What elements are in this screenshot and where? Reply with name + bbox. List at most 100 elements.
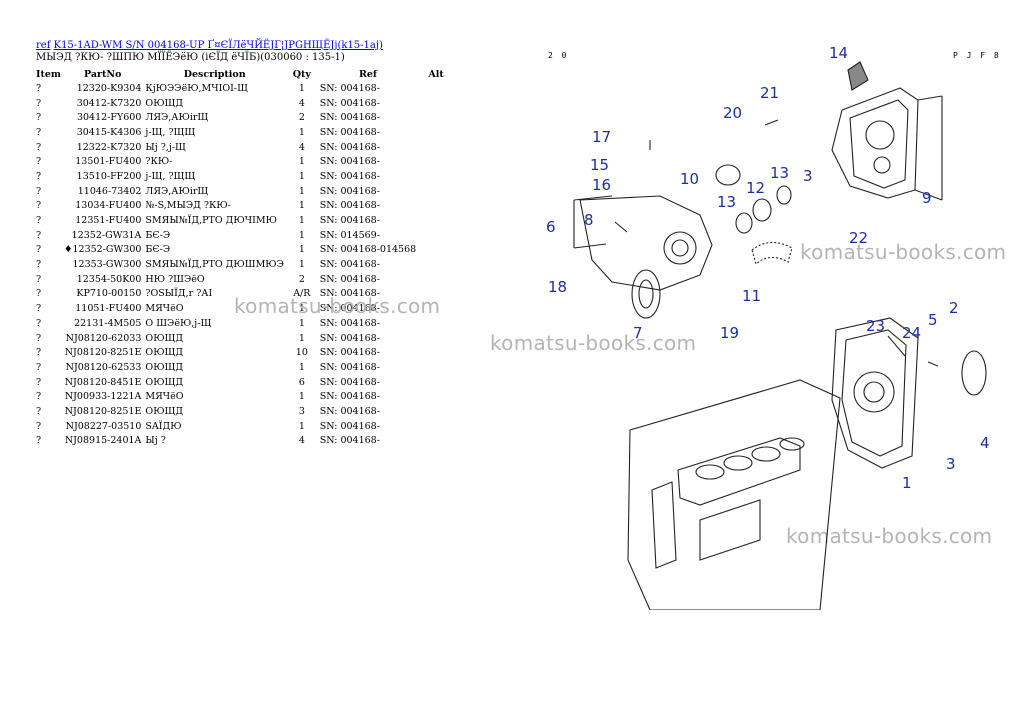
cell-ref: SN: 004168- <box>319 347 380 359</box>
cell-partno: 22131-4M505 <box>74 317 142 329</box>
cell-partno: NJ08120-8251E <box>64 405 142 417</box>
cell-qty: 1 <box>298 82 305 94</box>
svg-text:24: 24 <box>902 324 921 342</box>
svg-text:22: 22 <box>849 229 868 247</box>
cell-qty: 1 <box>298 317 305 329</box>
cell-qty: A/R <box>293 288 311 300</box>
model-path-link[interactable]: K15-1AD-WM S/N 004168-UP Ґ¤ЄЇЛёЧЙЁЈГ¦ЈРG… <box>53 40 383 51</box>
cell-description: ОЮЩД <box>145 332 184 344</box>
svg-text:10: 10 <box>680 170 699 188</box>
cell-ref: SN: 004168- <box>319 405 380 417</box>
gear-housing-drawing <box>573 61 987 610</box>
cell-ref: SN: 004168- <box>319 170 380 182</box>
cell-ref: SN: 004168- <box>319 435 380 447</box>
cell-description: МЯЧёО <box>145 303 184 315</box>
cell-qty: 2 <box>298 273 305 285</box>
header-alt: Alt <box>428 68 444 80</box>
cell-partno: NJ00933-1221A <box>64 391 142 403</box>
watermark: komatsu-books.com <box>800 240 1007 264</box>
cell-partno: 12351-FU400 <box>75 215 142 227</box>
cell-partno: NJ08120-8251E <box>64 347 142 359</box>
cell-ref: SN: 004168- <box>319 112 380 124</box>
svg-text:12: 12 <box>746 179 765 197</box>
cell-description: ?КЮ- <box>145 156 173 168</box>
cell-alt <box>416 375 456 390</box>
cell-item: ? <box>36 170 42 182</box>
cell-partno: 11051-FU400 <box>75 303 142 315</box>
cell-alt <box>416 184 456 199</box>
cell-ref: SN: 004168- <box>319 361 380 373</box>
cell-ref: SN: 004168- <box>319 288 380 300</box>
cell-ref: SN: 004168- <box>319 376 380 388</box>
cell-ref: SN: 004168- <box>319 200 380 212</box>
cell-description: ОЮЩД <box>145 347 184 359</box>
cell-item: ? <box>36 317 42 329</box>
cell-alt <box>416 257 456 272</box>
cell-qty: 1 <box>298 244 305 256</box>
cell-item: ? <box>36 303 42 315</box>
cell-ref: SN: 004168- <box>319 215 380 227</box>
cell-partno: 13034-FU400 <box>75 200 142 212</box>
cell-partno: ♦12352-GW300 <box>63 244 142 256</box>
svg-text:13: 13 <box>717 193 736 211</box>
svg-text:3: 3 <box>803 167 813 185</box>
cell-ref: SN: 004168- <box>319 332 380 344</box>
svg-text:21: 21 <box>760 84 779 102</box>
cell-partno: 30412-FY600 <box>76 112 142 124</box>
header-description: Description <box>183 68 246 80</box>
ref-link[interactable]: ref <box>36 40 51 51</box>
cell-description: Ыј ?,ј-Щ <box>145 141 186 153</box>
cell-item: ? <box>36 126 42 138</box>
cell-partno: NJ08120-62533 <box>65 361 142 373</box>
cell-item: ? <box>36 215 42 227</box>
cell-item: ? <box>36 332 42 344</box>
cell-item: ? <box>36 273 42 285</box>
cell-item: ? <box>36 288 42 300</box>
cell-alt <box>416 331 456 346</box>
cell-qty: 1 <box>298 391 305 403</box>
cell-alt <box>416 316 456 331</box>
cell-ref: SN: 004168- <box>319 141 380 153</box>
svg-text:11: 11 <box>742 287 761 305</box>
cell-alt <box>416 389 456 404</box>
cell-ref: SN: 004168- <box>319 303 380 315</box>
watermark: komatsu-books.com <box>234 294 441 318</box>
svg-text:16: 16 <box>592 176 611 194</box>
cell-qty: 10 <box>295 347 308 359</box>
cell-description: ОЮЩД <box>145 376 184 388</box>
page-subtitle: МЫЭД ?КЮ- ?ШПЮ МЇЇЁЭёЮ (іЄЇД ёЧЇБ)(03006… <box>36 52 345 63</box>
cell-alt <box>416 360 456 375</box>
cell-item: ? <box>36 112 42 124</box>
svg-text:4: 4 <box>980 434 990 452</box>
svg-text:6: 6 <box>546 218 556 236</box>
cell-alt <box>416 243 456 258</box>
cell-description: Ыј ? <box>145 435 166 447</box>
cell-item: ? <box>36 200 42 212</box>
watermark: komatsu-books.com <box>786 524 993 548</box>
cell-alt <box>416 419 456 434</box>
cell-qty: 1 <box>298 361 305 373</box>
cell-qty: 6 <box>298 376 305 388</box>
cell-alt <box>416 272 456 287</box>
cell-description: SМЯЫ№ЇД,РТО ДЮЧІМЮ <box>145 215 277 227</box>
cell-description: МЯЧёО <box>145 391 184 403</box>
cell-ref: SN: 004168- <box>319 126 380 138</box>
cell-description: ЛЯЭ,АЮirЩ <box>145 112 209 124</box>
cell-alt <box>416 228 456 243</box>
cell-qty: 4 <box>298 97 305 109</box>
cell-description: ОЮЩД <box>145 97 184 109</box>
svg-text:9: 9 <box>922 189 932 207</box>
cell-item: ? <box>36 435 42 447</box>
cell-ref: SN: 004168- <box>319 317 380 329</box>
cell-item: ? <box>36 229 42 241</box>
